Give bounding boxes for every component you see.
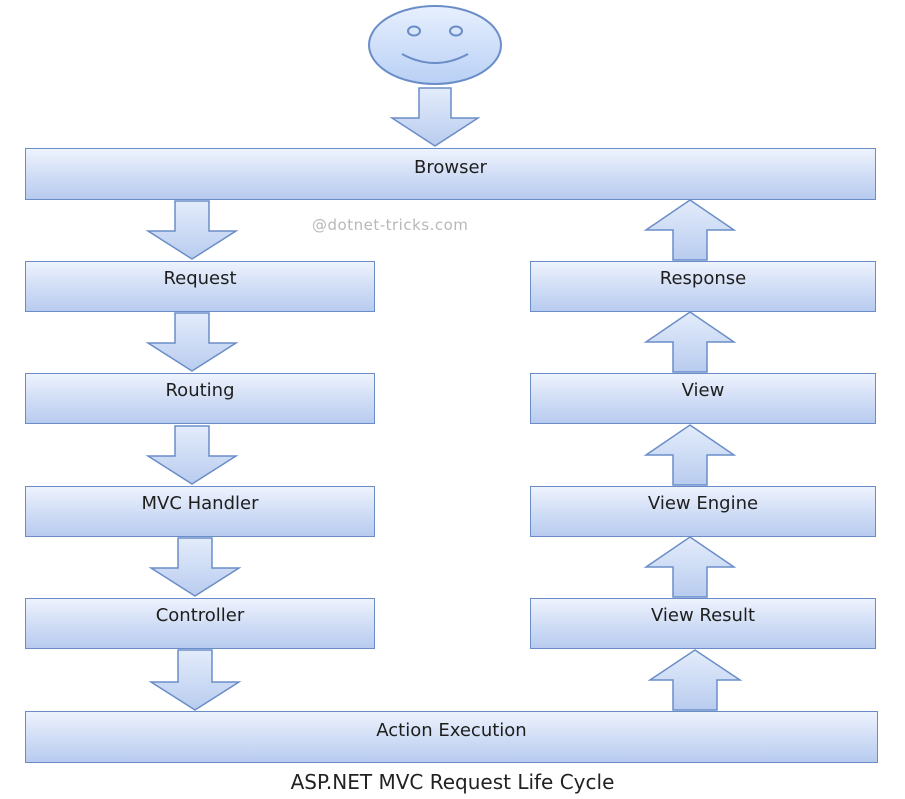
arrow-down-icon bbox=[145, 425, 239, 485]
view-engine-box: View Engine bbox=[530, 486, 876, 537]
routing-box: Routing bbox=[25, 373, 375, 424]
request-box: Request bbox=[25, 261, 375, 312]
arrow-down-icon bbox=[389, 87, 481, 147]
view-box: View bbox=[530, 373, 876, 424]
request-label: Request bbox=[163, 268, 237, 289]
smiley-face-icon bbox=[368, 5, 502, 85]
arrow-down-icon bbox=[145, 200, 239, 260]
view-label: View bbox=[681, 380, 725, 401]
view-result-label: View Result bbox=[650, 605, 756, 626]
action-execution-label: Action Execution bbox=[376, 720, 527, 741]
controller-box: Controller bbox=[25, 598, 375, 649]
watermark: @dotnet-tricks.com bbox=[312, 216, 469, 234]
arrow-up-icon bbox=[643, 536, 737, 598]
browser-label: Browser bbox=[414, 157, 487, 178]
arrow-down-icon bbox=[148, 649, 242, 711]
arrow-up-icon bbox=[647, 649, 743, 711]
routing-label: Routing bbox=[165, 380, 235, 401]
controller-label: Controller bbox=[155, 605, 245, 626]
arrow-up-icon bbox=[643, 424, 737, 486]
response-box: Response bbox=[530, 261, 876, 312]
arrow-up-icon bbox=[643, 311, 737, 373]
view-result-box: View Result bbox=[530, 598, 876, 649]
view-engine-label: View Engine bbox=[647, 493, 759, 514]
browser-box: Browser bbox=[25, 148, 876, 200]
mvc-handler-box: MVC Handler bbox=[25, 486, 375, 537]
arrow-down-icon bbox=[148, 537, 242, 597]
arrow-down-icon bbox=[145, 312, 239, 372]
response-label: Response bbox=[659, 268, 747, 289]
mvc-handler-label: MVC Handler bbox=[141, 493, 259, 514]
action-execution-box: Action Execution bbox=[25, 711, 878, 763]
diagram-caption: ASP.NET MVC Request Life Cycle bbox=[290, 770, 615, 794]
arrow-up-icon bbox=[643, 199, 737, 261]
